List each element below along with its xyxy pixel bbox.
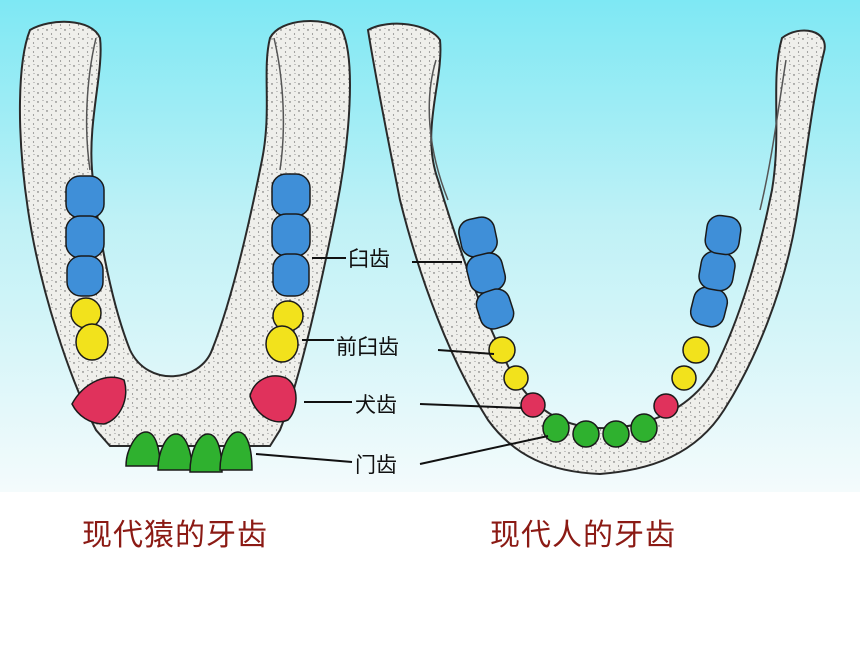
human-molar — [704, 214, 742, 256]
ape-molar — [271, 213, 311, 257]
human-canine — [520, 392, 546, 418]
jaw-diagram: 臼齿 前臼齿 犬齿 门齿 — [18, 20, 826, 477]
ape-premolar — [265, 325, 299, 363]
ape-incisors — [125, 431, 253, 473]
leader-lines — [255, 257, 549, 465]
ape-jaw — [18, 20, 351, 473]
human-incisor — [572, 420, 600, 448]
ape-incisor — [219, 431, 253, 471]
human-molar — [689, 286, 729, 328]
incisor-leader-human — [419, 435, 549, 465]
ape-molars-left — [65, 175, 105, 297]
ape-molar — [65, 175, 105, 219]
human-molar — [475, 288, 515, 330]
ape-canine — [71, 376, 127, 425]
caption-human: 现代人的牙齿 — [490, 518, 676, 553]
canine-leader-human — [419, 403, 523, 409]
ape-molar — [272, 253, 310, 297]
ape-molar — [66, 255, 104, 297]
human-molar — [458, 216, 498, 258]
human-premolar — [503, 365, 529, 391]
ape-premolar — [70, 297, 102, 329]
label-canine: 犬齿 — [355, 393, 397, 417]
ape-premolar — [75, 323, 109, 361]
premolar-leader-human — [437, 349, 495, 355]
ape-molar — [271, 173, 311, 217]
human-premolar — [488, 336, 516, 364]
human-incisor — [602, 420, 630, 448]
label-premolar: 前臼齿 — [336, 335, 399, 359]
human-jaw — [366, 22, 826, 476]
human-incisor — [542, 413, 570, 443]
label-molar: 臼齿 — [348, 247, 390, 271]
human-molar — [698, 250, 736, 292]
human-mandible — [366, 22, 826, 476]
human-premolar — [671, 365, 697, 391]
label-incisor: 门齿 — [355, 453, 397, 477]
ape-molars-right — [271, 173, 311, 297]
ape-molar — [65, 215, 105, 259]
human-canine — [653, 393, 679, 419]
human-incisor — [630, 413, 658, 443]
human-premolar — [682, 336, 710, 364]
ape-canine — [249, 375, 297, 423]
incisor-leader-ape — [255, 453, 353, 463]
caption-ape: 现代猿的牙齿 — [82, 518, 268, 553]
